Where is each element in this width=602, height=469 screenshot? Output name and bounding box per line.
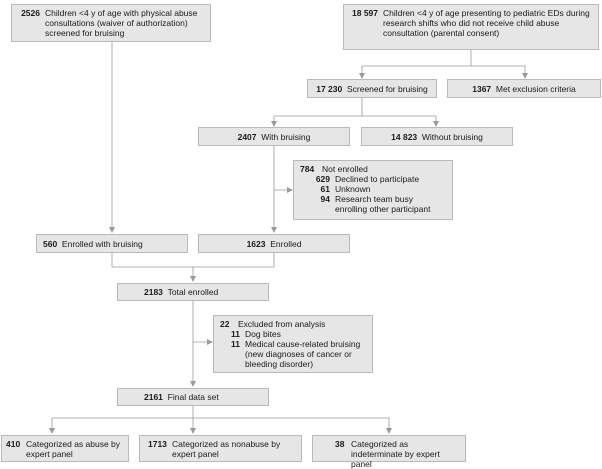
box-with-bruising: 2407 With bruising [198,127,350,146]
box-total-enrolled: 2183 Total enrolled [117,283,269,301]
reason-count: 629 [315,174,330,184]
count: 410 [6,439,21,449]
count: 2161 [144,392,163,402]
count: 784 [300,164,315,174]
count: 14 823 [391,131,418,142]
count: 1623 [246,238,266,249]
label: Categorized as abuse by expert panel [26,439,121,459]
count: 1367 [472,83,492,94]
label: Children <4 y of age presenting to pedia… [383,8,590,38]
box-indeterminate: 38 Categorized as indeterminate by exper… [312,435,466,469]
box-excluded: 22 Excluded from analysis 11 Dog bites 1… [213,315,373,373]
label: Children <4 y of age with physical abuse… [45,8,198,38]
reason-label: Medical cause-related bruising (new diag… [245,339,361,369]
count: 17 230 [316,83,343,94]
reason-label: Unknown [335,184,371,194]
label: With bruising [261,131,311,142]
reason-count: 11 [231,339,240,349]
box-nonabuse: 1713 Categorized as nonabuse by expert p… [139,435,302,462]
reason-count: 11 [231,329,240,339]
reason-label: Dog bites [245,329,281,339]
box-enrolled-with-bruising: 560 Enrolled with bruising [36,234,188,253]
label: Enrolled [270,238,302,249]
label: Excluded from analysis [238,319,326,329]
count: 38 [335,439,345,449]
label: Categorized as nonabuse by expert panel [172,439,281,459]
label: Total enrolled [167,287,219,297]
box-not-enrolled: 784 Not enrolled 629 Declined to partici… [293,160,453,220]
reason-count: 61 [320,184,330,194]
box-without-bruising: 14 823 Without bruising [361,127,513,146]
box-final-data-set: 2161 Final data set [117,388,269,406]
label: Final data set [167,392,219,402]
label: Met exclusion criteria [495,83,576,94]
reason-label: Declined to participate [335,174,420,184]
label: Enrolled with bruising [61,238,143,249]
count: 18 597 [352,8,378,18]
label: Not enrolled [322,164,368,174]
box-screened: 17 230 Screened for bruising [307,79,437,98]
box-met-exclusion: 1367 Met exclusion criteria [447,79,601,98]
box-enrolled: 1623 Enrolled [198,234,350,253]
reason-label: Research team busy enrolling other parti… [335,194,431,214]
count: 2526 [21,8,40,18]
reason-count: 94 [320,194,330,204]
count: 560 [43,238,58,249]
label: Categorized as indeterminate by expert p… [351,439,440,469]
box-abuse-consultations: 2526 Children <4 y of age with physical … [11,4,211,42]
label: Screened for bruising [346,83,428,94]
box-ed-children: 18 597 Children <4 y of age presenting t… [343,4,599,50]
count: 1713 [148,439,167,449]
box-abuse: 410 Categorized as abuse by expert panel [1,435,129,462]
count: 22 [220,319,230,329]
count: 2183 [144,287,163,297]
label: Without bruising [421,131,483,142]
count: 2407 [237,131,257,142]
